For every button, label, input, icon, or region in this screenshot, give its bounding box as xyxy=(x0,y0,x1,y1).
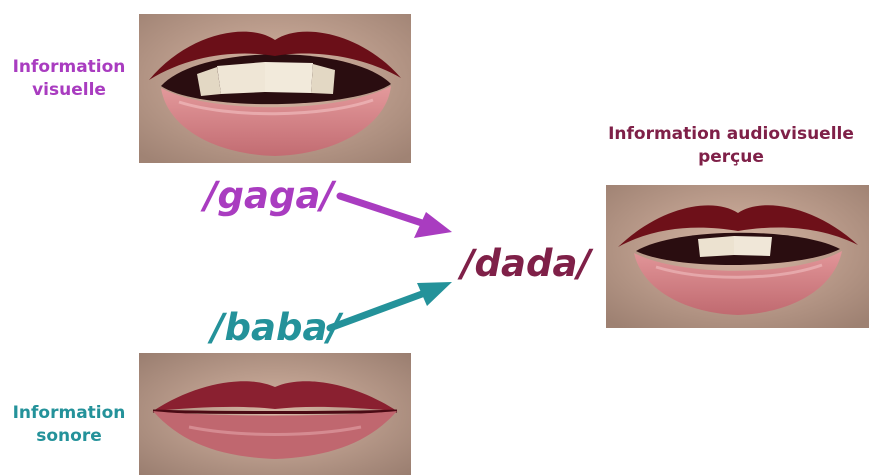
photo-mouth-visual xyxy=(139,14,411,163)
arrow-visual-to-perceived xyxy=(336,192,452,238)
syllable-visual: /gaga/ xyxy=(204,174,334,217)
photo-mouth-sound xyxy=(139,353,411,475)
label-perceived-information: Information audiovisuelle perçue xyxy=(600,123,862,169)
label-visual-line-2: visuelle xyxy=(32,80,106,100)
label-perceived-line-1: Information audiovisuelle xyxy=(608,124,854,144)
label-sound-information: Information sonore xyxy=(2,402,136,448)
photo-mouth-perceived xyxy=(606,185,869,328)
label-sound-line-2: sonore xyxy=(36,426,102,446)
label-sound-line-1: Information xyxy=(12,403,126,423)
label-perceived-line-2: perçue xyxy=(698,147,764,167)
label-visual-line-1: Information xyxy=(12,57,126,77)
label-visual-information: Information visuelle xyxy=(2,56,136,102)
arrow-sound-to-perceived xyxy=(326,282,452,332)
syllable-perceived: /dada/ xyxy=(461,242,591,285)
syllable-sound: /baba/ xyxy=(211,306,341,349)
